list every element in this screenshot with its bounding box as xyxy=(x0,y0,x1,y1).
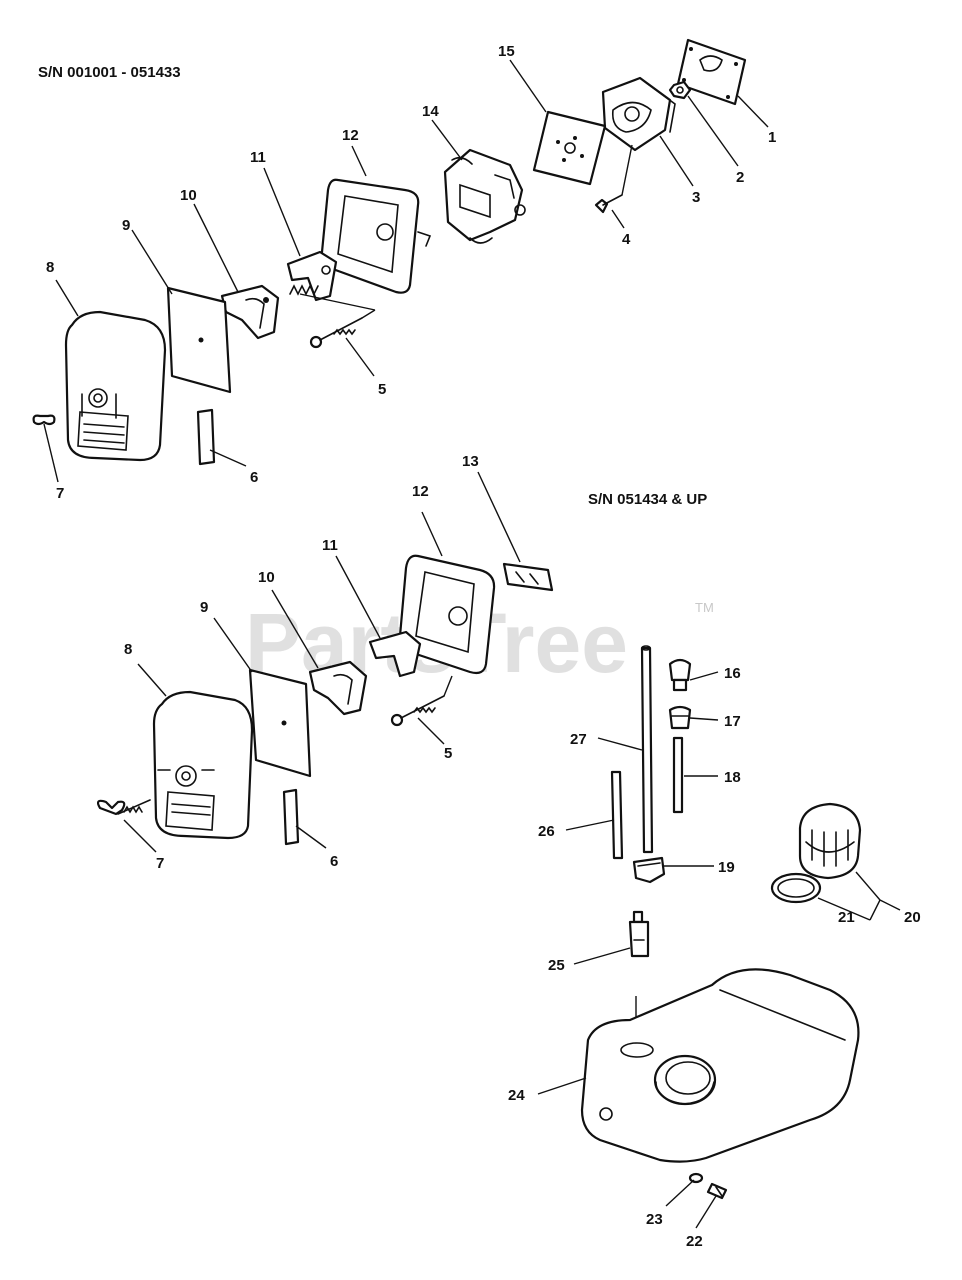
part-4-screw xyxy=(594,144,633,214)
part-13-plate xyxy=(502,562,554,592)
top-callout-8: 8 xyxy=(46,259,54,276)
part-26-fuel-line-short xyxy=(610,770,624,860)
part-27-fuel-line-long xyxy=(640,645,654,854)
top-callout-6: 6 xyxy=(250,469,258,486)
part-6-strip xyxy=(196,408,216,466)
part-1-gasket-plate xyxy=(676,38,747,106)
fuel-callout-23: 23 xyxy=(646,1211,663,1228)
fuel-callout-18: 18 xyxy=(724,769,741,786)
part-18-fuel-line xyxy=(672,736,684,814)
part-19-grommet xyxy=(632,856,666,884)
fuel-callout-19: 19 xyxy=(718,859,735,876)
top-callout-5: 5 xyxy=(378,381,386,398)
part-5-bolt xyxy=(299,293,376,349)
bottom-callout-13: 13 xyxy=(462,453,479,470)
top-callout-12: 12 xyxy=(342,127,359,144)
part-9-filter-bottom xyxy=(248,668,312,778)
fuel-callout-22: 22 xyxy=(686,1233,703,1250)
serial-range-top: S/N 001001 - 051433 xyxy=(38,64,181,81)
bottom-callout-7: 7 xyxy=(156,855,164,872)
spring-top xyxy=(289,284,319,296)
bottom-callout-11: 11 xyxy=(322,537,338,554)
fuel-callout-17: 17 xyxy=(724,713,741,730)
top-callout-1: 1 xyxy=(768,129,776,146)
bottom-callout-12: 12 xyxy=(412,483,429,500)
part-12-base-bottom xyxy=(398,554,496,675)
bottom-callout-10: 10 xyxy=(258,569,275,586)
part-2-nut xyxy=(668,80,692,100)
part-11-bracket-bottom xyxy=(368,630,422,678)
fuel-callout-16: 16 xyxy=(724,665,741,682)
part-3-adapter xyxy=(601,76,676,152)
top-callout-9: 9 xyxy=(122,217,130,234)
part-14-carburetor xyxy=(443,148,526,244)
part-9-filter xyxy=(166,286,232,394)
part-24-fuel-tank xyxy=(580,968,860,1163)
bottom-air-leaders xyxy=(123,471,521,853)
part-20-fuel-cap xyxy=(798,802,862,880)
part-17-fitting xyxy=(668,705,692,730)
top-callout-10: 10 xyxy=(180,187,197,204)
part-10-retainer-bottom xyxy=(308,660,368,716)
part-11-bracket xyxy=(286,250,338,302)
top-callout-3: 3 xyxy=(692,189,700,206)
part-8-cover-bottom xyxy=(152,690,254,840)
top-callout-7: 7 xyxy=(56,485,64,502)
top-callout-4: 4 xyxy=(622,231,631,248)
part-8-cover xyxy=(64,310,167,462)
fuel-callout-26: 26 xyxy=(538,823,555,840)
part-7-wing-bolt-bottom xyxy=(96,799,151,816)
top-callout-14: 14 xyxy=(422,103,439,120)
part-12-air-cleaner-base xyxy=(320,178,432,294)
top-leaders xyxy=(43,59,769,483)
bottom-callout-5: 5 xyxy=(444,745,452,762)
top-callout-2: 2 xyxy=(736,169,744,186)
part-23-washer xyxy=(688,1172,704,1184)
part-16-filter xyxy=(668,658,692,692)
fuel-callout-21: 21 xyxy=(838,909,855,926)
top-callout-15: 15 xyxy=(498,43,515,60)
fuel-leaders xyxy=(537,671,901,1229)
part-15-gasket xyxy=(532,110,607,186)
part-7-wing-nut xyxy=(32,414,56,426)
fuel-callout-25: 25 xyxy=(548,957,565,974)
bottom-callout-9: 9 xyxy=(200,599,208,616)
fuel-callout-24: 24 xyxy=(508,1087,525,1104)
bottom-callout-6: 6 xyxy=(330,853,338,870)
watermark-tm: TM xyxy=(695,600,714,615)
part-6-strip-bottom xyxy=(282,788,300,846)
fuel-callout-20: 20 xyxy=(904,909,921,926)
part-21-gasket-ring xyxy=(770,872,822,904)
part-5-bolt-bottom xyxy=(390,675,453,727)
bottom-callout-8: 8 xyxy=(124,641,132,658)
fuel-callout-27: 27 xyxy=(570,731,587,748)
part-25-vent xyxy=(628,910,650,958)
part-22-screw xyxy=(706,1182,728,1200)
top-callout-11: 11 xyxy=(250,149,266,166)
serial-range-bottom: S/N 051434 & UP xyxy=(588,491,707,508)
part-10-retainer xyxy=(220,284,280,340)
